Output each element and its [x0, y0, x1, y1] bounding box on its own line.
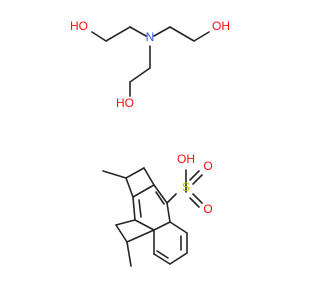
bond [189, 197, 200, 208]
bond [193, 31, 210, 42]
bond [153, 253, 171, 265]
bond [126, 241, 132, 267]
bond [169, 252, 188, 265]
sulfonyl-oxygen-bottom-label: O [203, 202, 212, 216]
sulfur-label: S [182, 180, 190, 194]
nitrogen-label: N [146, 30, 155, 44]
hydroxyl-bottom-label: HO [116, 96, 134, 110]
bond [125, 177, 134, 198]
bond [115, 224, 128, 243]
bond [132, 196, 136, 221]
bond [192, 193, 203, 204]
bond [115, 219, 136, 226]
bond [189, 170, 200, 181]
bond [156, 250, 169, 259]
bond [105, 26, 131, 42]
bond [153, 184, 168, 204]
bond [169, 26, 195, 42]
bond [126, 229, 155, 243]
bond [129, 26, 147, 37]
bond [166, 202, 171, 223]
triethanolamine-structure: N HO OH HO [70, 19, 230, 110]
bond [143, 167, 155, 186]
bond [192, 174, 203, 185]
sulfonic-acid-structure: S OH O O [102, 152, 213, 267]
bond [129, 67, 151, 83]
sulfonyl-oxygen-top-label: O [203, 159, 212, 173]
bond [132, 184, 155, 198]
bond [102, 170, 127, 179]
chemical-structure-figure: N HO OH HO [70, 19, 230, 267]
structure-canvas: N HO OH HO [70, 19, 230, 267]
sulfonic-hydroxyl-label: OH [177, 152, 195, 166]
hydroxyl-left-label: HO [70, 19, 88, 33]
bond [153, 221, 171, 231]
bond [138, 199, 142, 218]
bond [169, 221, 188, 234]
hydroxyl-right-label: OH [212, 19, 230, 33]
bond [153, 26, 171, 37]
bond [155, 191, 165, 205]
bond [134, 219, 155, 231]
bond [166, 193, 177, 204]
bond [91, 31, 107, 42]
bond [125, 167, 145, 179]
